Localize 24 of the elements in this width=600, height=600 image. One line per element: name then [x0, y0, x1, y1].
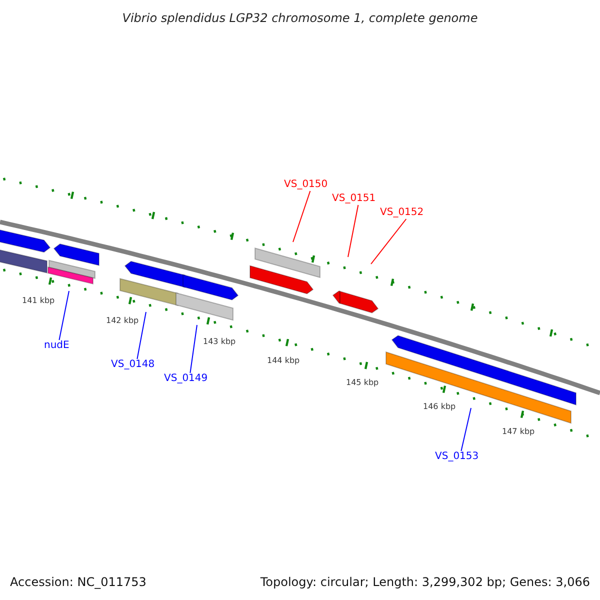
leader-line	[190, 324, 198, 374]
leader-line	[58, 290, 70, 340]
gene-label: nudE	[44, 341, 70, 351]
scale-label: 141 kbp	[22, 297, 55, 305]
scale-label: 147 kbp	[502, 428, 535, 436]
gene-label: VS_0152	[380, 208, 424, 218]
leader-line	[460, 408, 472, 452]
gene-label: VS_0149	[164, 374, 208, 384]
footer-text: Accession: NC_011753	[10, 576, 146, 588]
gene-label: VS_0150	[284, 180, 328, 190]
leader-line	[348, 204, 359, 258]
gene-label: VS_0153	[435, 452, 479, 462]
scale-label: 142 kbp	[106, 317, 139, 325]
leader-line	[136, 312, 146, 360]
title: Vibrio splendidus LGP32 chromosome 1, complete genome	[121, 12, 479, 24]
scale-label: 145 kbp	[346, 379, 379, 387]
gene-label: VS_0148	[111, 360, 155, 370]
scale-label: 143 kbp	[203, 338, 236, 346]
scale-label: 146 kbp	[423, 403, 456, 411]
footer-text: Topology: circular; Length: 3,299,302 bp; Genes: 3,066	[260, 576, 590, 588]
leader-line	[370, 218, 407, 264]
gene-label: VS_0151	[332, 194, 376, 204]
leader-line	[292, 190, 311, 242]
scale-label: 144 kbp	[267, 357, 300, 365]
